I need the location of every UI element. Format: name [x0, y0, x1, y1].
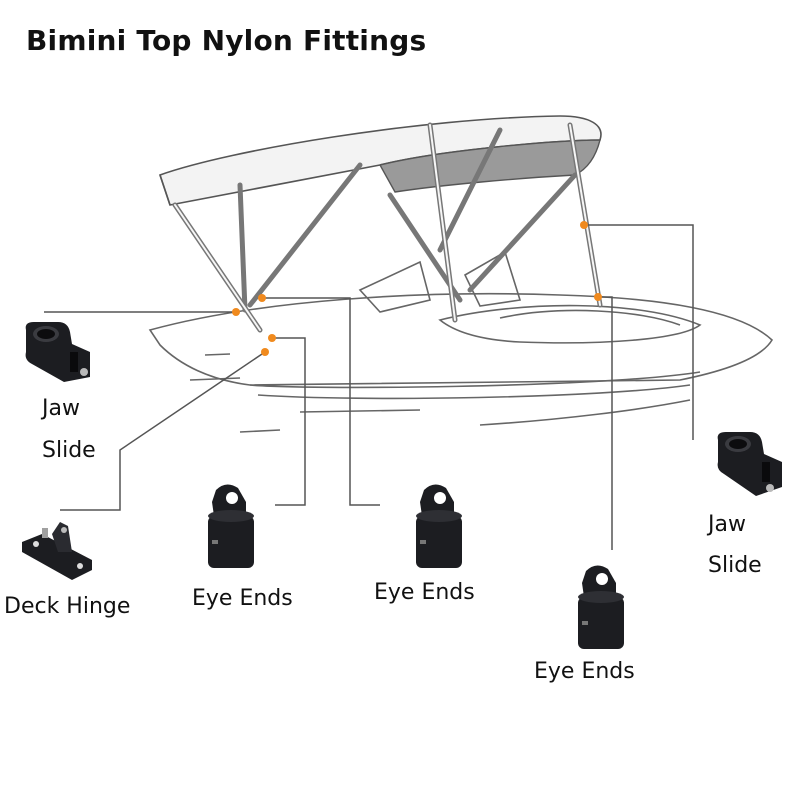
label-deck-hinge: Deck Hinge	[4, 594, 131, 619]
marker-jaw-slide-left	[232, 308, 240, 316]
label-eye-ends-1: Eye Ends	[192, 586, 293, 611]
label-jaw-slide-right-line2: Slide	[708, 553, 762, 578]
label-jaw-slide-left-line2: Slide	[42, 438, 96, 463]
marker-deck-hinge	[261, 348, 269, 356]
label-eye-ends-2: Eye Ends	[374, 580, 475, 605]
fitting-markers	[232, 221, 602, 356]
diagram-title: Bimini Top Nylon Fittings	[26, 24, 427, 57]
marker-jaw-slide-right	[580, 221, 588, 229]
bimini-canopy	[158, 115, 602, 206]
eye-end-icon	[578, 565, 624, 649]
jaw-slide-icon	[717, 432, 782, 496]
marker-eye-end-3	[594, 293, 602, 301]
label-jaw-slide-left-line1: Jaw	[42, 396, 80, 421]
marker-eye-end-2	[258, 294, 266, 302]
eye-end-icon	[208, 484, 254, 568]
eye-end-icon	[416, 484, 462, 568]
boat-hull	[148, 250, 774, 433]
marker-eye-end-1	[268, 334, 276, 342]
label-eye-ends-3: Eye Ends	[534, 659, 635, 684]
jaw-slide-icon	[25, 322, 91, 382]
label-jaw-slide-right-line1: Jaw	[708, 512, 746, 537]
deck-hinge-icon	[22, 522, 92, 580]
leader-lines	[44, 224, 694, 550]
